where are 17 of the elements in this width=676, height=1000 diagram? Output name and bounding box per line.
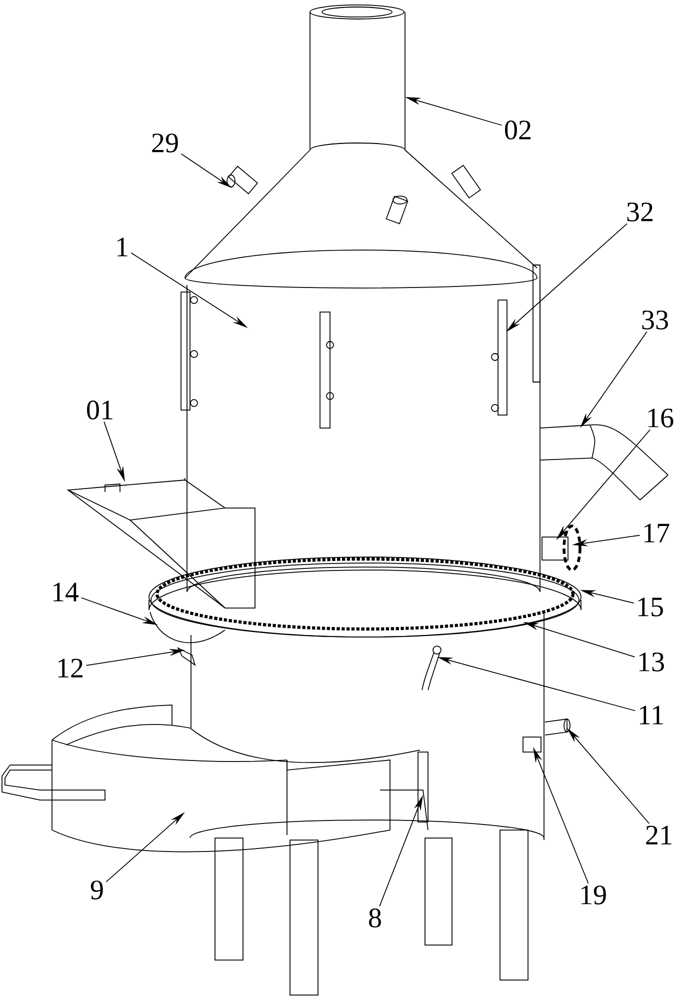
callout-number: 11 (640, 706, 663, 724)
callout-number: 8 (369, 908, 381, 928)
callout-number: 17 (644, 524, 670, 542)
callout-number: 32 (627, 202, 653, 222)
callout-number: 01 (87, 400, 112, 420)
callout-number: 14 (53, 582, 79, 602)
callout-number: 16 (648, 408, 674, 428)
callout-number: 29 (152, 134, 178, 152)
callout-number: 12 (58, 658, 82, 678)
callout-number: 1 (117, 238, 128, 256)
callout-number: 13 (639, 652, 664, 672)
callout-number: 19 (581, 886, 606, 904)
callout-number: 15 (638, 598, 663, 616)
callout-number: 02 (505, 120, 531, 140)
callout-number: 33 (642, 310, 668, 330)
callout-number: 9 (90, 880, 103, 900)
callout-number: 21 (646, 826, 672, 844)
